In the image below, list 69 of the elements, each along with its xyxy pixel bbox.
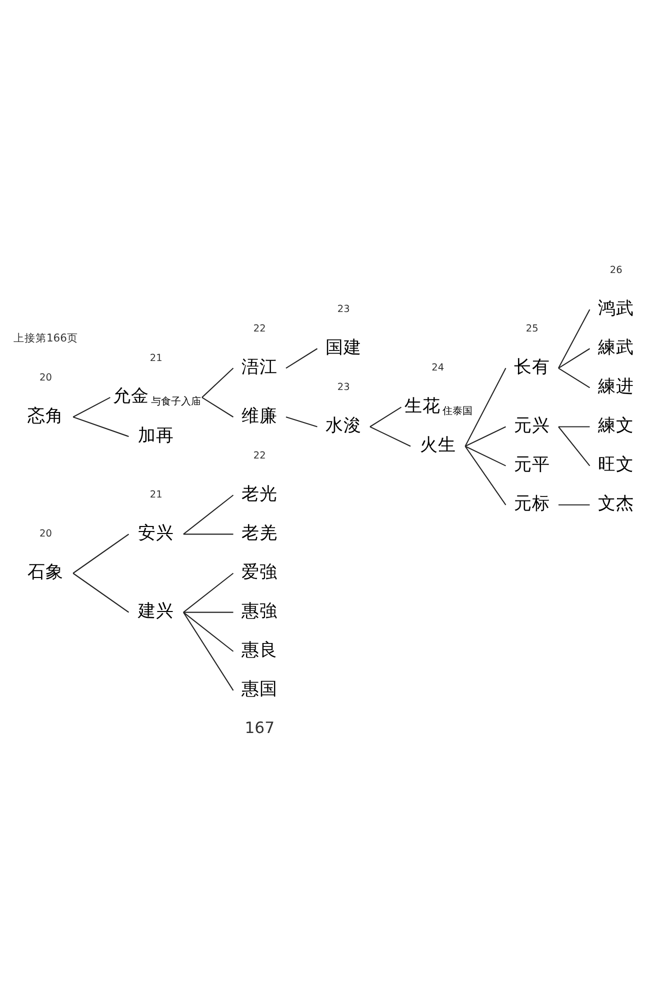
connector — [558, 348, 590, 369]
node-text: 元标 — [514, 494, 550, 514]
connector — [370, 406, 402, 428]
node-label: 住泰国 — [442, 406, 473, 418]
node-text: 加再 — [138, 426, 174, 446]
node-text: 練进 — [598, 376, 634, 397]
label: 20 — [40, 528, 52, 540]
node-text: 鸿武 — [598, 298, 634, 319]
connector — [558, 426, 590, 466]
label: 23 — [337, 304, 350, 315]
node-text: 忞角 — [28, 406, 64, 426]
connector — [558, 426, 590, 428]
node-text: 爱強 — [242, 562, 278, 583]
node-text: 允金 — [113, 386, 150, 407]
connector — [72, 534, 130, 574]
connector — [286, 348, 318, 369]
node-text: 元兴 — [514, 416, 550, 436]
connector — [72, 572, 130, 613]
label: 23 — [337, 382, 350, 394]
node-text: 惠良 — [242, 640, 278, 661]
label: 22 — [253, 324, 266, 335]
node-text: 建兴 — [138, 602, 174, 622]
node-text: 安兴 — [138, 523, 174, 544]
connector — [72, 416, 129, 438]
connector — [558, 504, 590, 506]
label: 25 — [526, 324, 538, 335]
label: 21 — [150, 352, 162, 364]
connector — [202, 397, 234, 418]
node-text: 老羌 — [242, 523, 278, 544]
node-text: 文杰 — [598, 494, 634, 514]
node-text: 长有 — [514, 357, 550, 378]
label: 167 — [244, 719, 275, 738]
connector — [464, 426, 506, 447]
connector — [183, 494, 234, 535]
node-text: 元平 — [514, 455, 550, 476]
connector — [464, 446, 506, 506]
node-text: 練武 — [598, 338, 634, 358]
node-text: 老光 — [242, 484, 278, 504]
node-text: 惠国 — [242, 680, 278, 700]
node-label: 与食子入庙 — [151, 396, 202, 408]
connector — [558, 368, 590, 388]
label: 24 — [432, 362, 444, 374]
connector — [183, 572, 234, 613]
node-text: 練文 — [598, 416, 634, 436]
connector — [183, 612, 234, 613]
node-text: 生花 — [404, 396, 441, 417]
node-text: 水浚 — [326, 416, 362, 436]
connector — [464, 368, 506, 447]
connector — [183, 612, 234, 691]
connector — [183, 612, 234, 652]
node-text: 浯江 — [242, 357, 278, 378]
label: 20 — [40, 372, 52, 384]
node-text: 石象 — [28, 562, 64, 583]
node-text: 惠強 — [242, 602, 278, 622]
connector — [72, 396, 110, 418]
connector — [464, 446, 506, 466]
node-text: 维廉 — [242, 406, 278, 426]
connector — [370, 426, 411, 447]
connector — [286, 416, 318, 428]
label: 上接第166页 — [13, 332, 78, 345]
label: 26 — [610, 264, 622, 276]
node-text: 国建 — [326, 338, 362, 358]
node-text: 火生 — [420, 436, 456, 456]
label: 22 — [253, 450, 266, 462]
connector — [558, 309, 590, 368]
connector — [202, 368, 234, 398]
label: 21 — [150, 490, 162, 501]
node-text: 旺文 — [598, 455, 634, 476]
connector — [183, 534, 234, 535]
